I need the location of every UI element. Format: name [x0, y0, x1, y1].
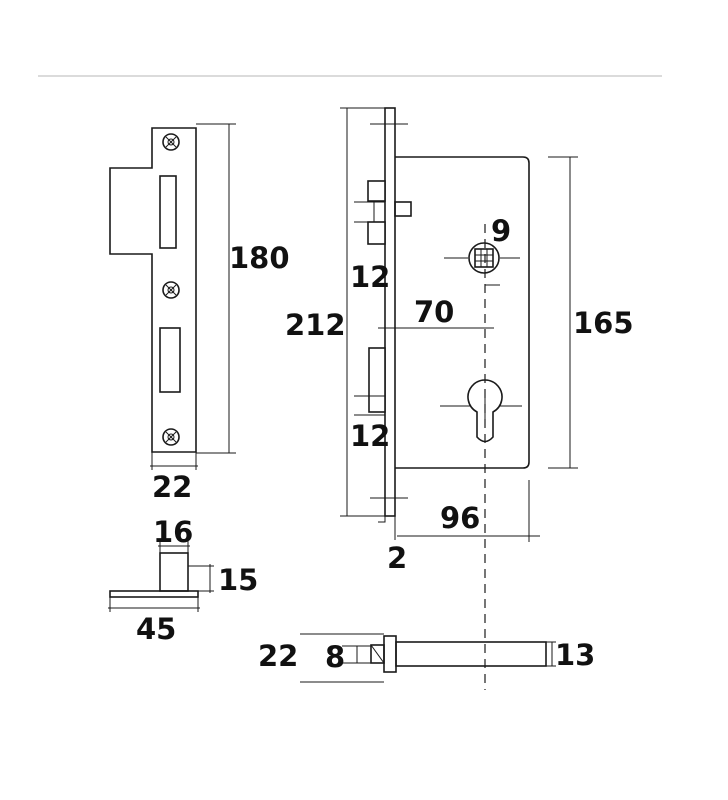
rod-square-label: 8	[325, 640, 345, 674]
backset-label: 70	[414, 295, 454, 329]
latch-height-label: 15	[218, 563, 258, 597]
bolt-gap-bottom-label: 12	[350, 419, 390, 453]
latch-bolt	[367, 180, 386, 202]
strike-slot-bottom	[159, 327, 181, 393]
dead-bolt	[368, 347, 386, 413]
latch-width-label: 16	[153, 515, 193, 549]
latch-tail	[394, 201, 412, 217]
latch-plate	[109, 590, 199, 598]
spindle-square-icon	[444, 242, 520, 274]
plate-width-label: 45	[136, 612, 176, 646]
rod-body	[395, 641, 547, 667]
screw-icon	[162, 281, 180, 299]
rod-diameter-label: 22	[258, 639, 298, 673]
faceplate-thickness-label: 2	[387, 541, 407, 575]
faceplate-height-label: 212	[285, 308, 346, 342]
screw-icon	[162, 428, 180, 446]
case-height-label: 165	[573, 306, 634, 340]
screw-icon	[162, 133, 180, 151]
strike-slot-top	[159, 175, 177, 249]
latch-detail	[108, 541, 214, 612]
spindle-rod-detail	[300, 633, 556, 683]
strike-plate	[109, 123, 236, 470]
faceplate	[384, 107, 396, 517]
spindle-square-label: 9	[491, 214, 511, 248]
strike-plate-outline	[109, 127, 197, 453]
latch-block	[159, 552, 189, 592]
lock-case	[395, 156, 530, 469]
cylinder-cutout-icon	[440, 379, 522, 443]
rod-collar	[383, 635, 397, 673]
rod-square-end	[370, 644, 385, 664]
case-depth-label: 96	[440, 501, 480, 535]
rod-end-label: 13	[555, 638, 595, 672]
latch-bolt-lower	[367, 221, 386, 245]
mortise-lock	[340, 107, 578, 690]
bolt-gap-top-label: 12	[350, 260, 390, 294]
strike-width-label: 22	[152, 470, 192, 504]
strike-height-label: 180	[229, 241, 290, 275]
